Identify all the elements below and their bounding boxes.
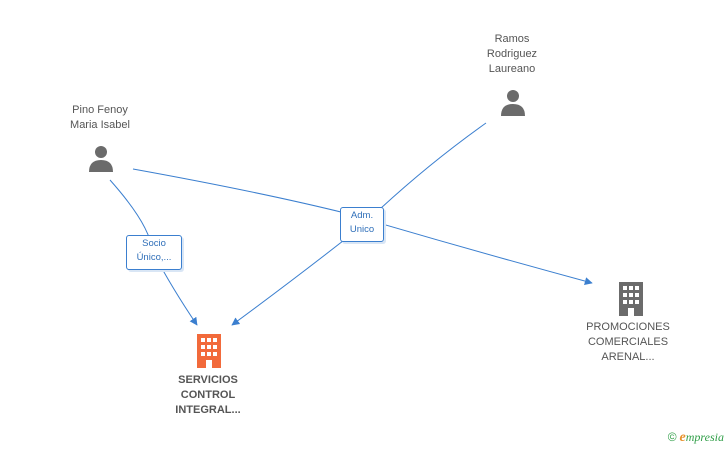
person-icon[interactable] bbox=[499, 88, 527, 116]
company-name-line1: PROMOCIONES bbox=[586, 321, 670, 333]
brand-initial: e bbox=[679, 430, 686, 445]
company-name-line1: SERVICIOS bbox=[178, 374, 238, 386]
brand-logo: ©empresia bbox=[668, 430, 724, 446]
company-name-line3: ARENAL... bbox=[601, 351, 655, 363]
person-icon[interactable] bbox=[87, 144, 115, 172]
person-name-line2: Maria Isabel bbox=[70, 119, 130, 131]
person-name-line1: Ramos bbox=[494, 33, 530, 45]
copyright-symbol: © bbox=[667, 430, 677, 444]
relation-line1: Adm. bbox=[350, 210, 374, 221]
company-name-line2: COMERCIALES bbox=[587, 336, 669, 348]
company-name-line2: CONTROL bbox=[180, 389, 236, 401]
company-label-servicios[interactable]: SERVICIOS CONTROL INTEGRAL... bbox=[158, 373, 258, 418]
person-label-pino[interactable]: Pino Fenoy Maria Isabel bbox=[50, 103, 150, 133]
company-label-promociones[interactable]: PROMOCIONES COMERCIALES ARENAL... bbox=[578, 320, 678, 365]
relation-line2: Único,... bbox=[136, 252, 172, 263]
building-icon[interactable] bbox=[616, 282, 646, 316]
brand-name: mpresia bbox=[685, 430, 724, 444]
person-name-line2: Rodriguez bbox=[486, 48, 538, 60]
building-icon[interactable] bbox=[194, 334, 224, 368]
person-name-line1: Pino Fenoy bbox=[72, 104, 128, 116]
person-label-ramos[interactable]: Ramos Rodriguez Laureano bbox=[462, 32, 562, 77]
relation-badge-socio[interactable]: Socio Único,... bbox=[126, 235, 182, 270]
relation-badge-adm[interactable]: Adm. Unico bbox=[340, 207, 384, 242]
relation-line2: Unico bbox=[349, 224, 375, 235]
relation-line1: Socio bbox=[142, 238, 166, 249]
company-name-line3: INTEGRAL... bbox=[175, 404, 241, 416]
person-name-line3: Laureano bbox=[488, 63, 536, 75]
